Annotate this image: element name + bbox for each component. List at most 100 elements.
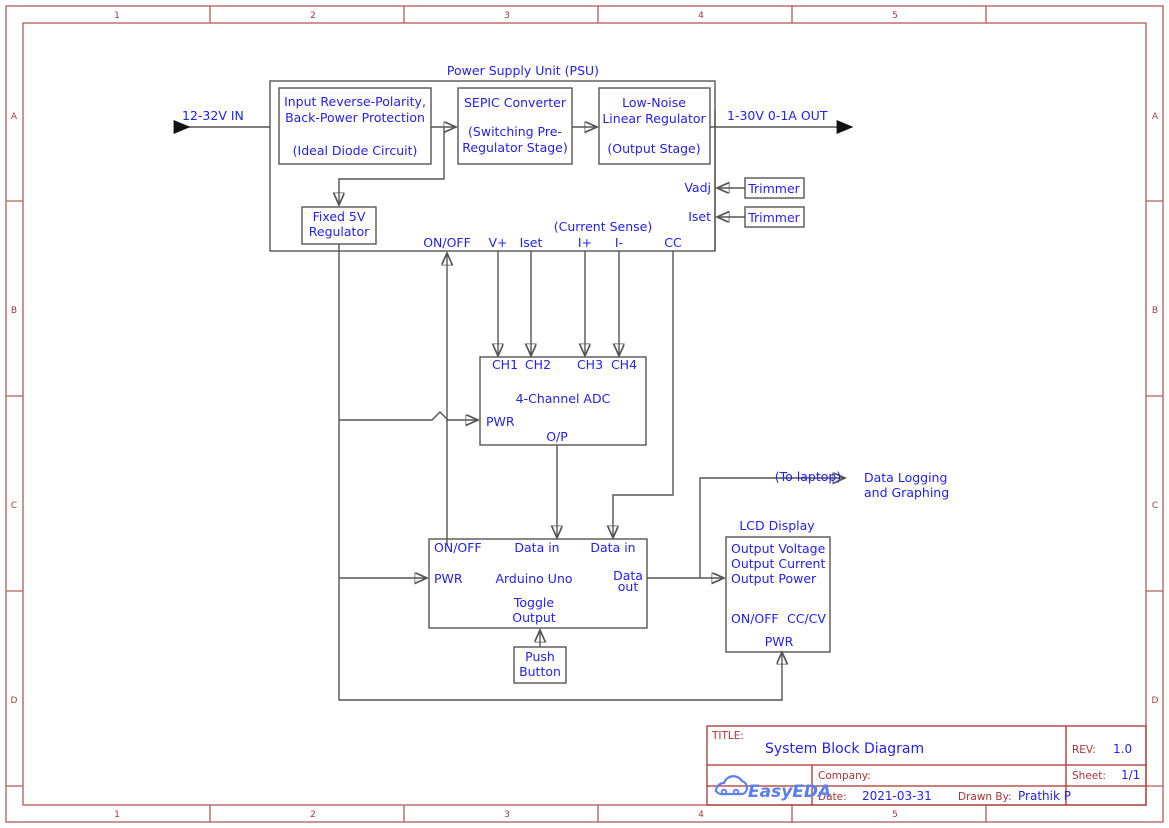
mcu-datain1-label: Data in [514, 540, 559, 555]
lcd-title: LCD Display [739, 518, 815, 533]
wire-5v-to-adc-pwr [339, 411, 478, 420]
mcu-dataout-line1: Data [613, 568, 643, 583]
pin-iplus-label: I+ [578, 235, 592, 250]
ldo-line3: (Output Stage) [607, 141, 700, 156]
wire-cc-to-mcu-datain2 [613, 251, 674, 538]
pin-vplus-label: V+ [488, 235, 507, 250]
ruler-right-mark-d: D [1152, 696, 1159, 706]
current-sense-note: (Current Sense) [554, 219, 652, 234]
ruler-top: 1 2 3 4 5 [114, 6, 987, 23]
title-block-drawn-value: Prathik P [1018, 789, 1071, 803]
pin-cc-label: CC [664, 235, 682, 250]
cloud-icon [714, 775, 749, 796]
adc-ch3-label: CH3 [577, 357, 603, 372]
input-port: 12-32V IN [173, 108, 270, 134]
reg5v-line1: Fixed 5V [313, 209, 366, 224]
protection-line2: Back-Power Protection [285, 110, 425, 125]
sepic-line2: (Switching Pre- [468, 124, 562, 139]
protection-line1: Input Reverse-Polarity, [284, 94, 426, 109]
title-block-sheet-value: 1/1 [1121, 768, 1140, 782]
adc-output-label: O/P [546, 429, 568, 444]
title-block-rev-key: REV: [1072, 744, 1096, 756]
ruler-right: A B C D [1146, 112, 1163, 787]
block-arduino-uno: ON/OFF PWR Data in Data in Arduino Uno D… [428, 538, 648, 629]
mcu-toggle-line1: Toggle [513, 595, 555, 610]
title-block-title-key: TITLE: [711, 730, 744, 742]
trimmer-iset-label: Trimmer [747, 210, 800, 225]
wire-5v-rail-main [338, 244, 782, 701]
ruler-top-mark-2: 2 [310, 11, 316, 21]
push-button-line2: Button [519, 664, 561, 679]
pin-onoff-label: ON/OFF [423, 235, 471, 250]
trimmer-iset[interactable]: Trimmer Iset [688, 206, 805, 228]
adc-ch1-label: CH1 [492, 357, 518, 372]
lcd-indicator-onoff: ON/OFF [731, 611, 779, 626]
lcd-readout-voltage: Output Voltage [731, 541, 826, 556]
ldo-line2: Linear Regulator [602, 111, 706, 126]
wire-tap-to-5v-regulator [339, 127, 445, 205]
sepic-line1: SEPIC Converter [464, 95, 567, 110]
block-adc: CH1 CH2 CH3 CH4 4-Channel ADC PWR O/P [479, 356, 647, 446]
trimmer-vadj[interactable]: Trimmer Vadj [684, 177, 805, 199]
trimmer-vadj-label: Trimmer [747, 181, 800, 196]
lcd-indicator-cccv: CC/CV [787, 611, 826, 626]
mcu-dataout-line2: out [618, 579, 639, 594]
block-input-protection: Input Reverse-Polarity, Back-Power Prote… [278, 87, 432, 165]
ruler-bottom-mark-3: 3 [504, 810, 510, 820]
psu-bottom-pins: ON/OFF V+ Iset I+ I- CC (Current Sense) [423, 219, 682, 250]
lcd-readout-current: Output Current [731, 556, 825, 571]
mcu-pwr-label: PWR [434, 571, 463, 586]
wire-mcu-to-laptop [699, 478, 845, 578]
ruler-top-mark-5: 5 [892, 11, 898, 21]
easyeda-logo: EasyEDA [714, 775, 831, 802]
title-block-company-key: Company: [818, 770, 871, 782]
psu-group-title: Power Supply Unit (PSU) [447, 63, 599, 78]
lcd-pwr-label: PWR [765, 634, 794, 649]
ruler-left-mark-b: B [11, 306, 17, 316]
title-block-sheet-key: Sheet: [1072, 770, 1106, 782]
pin-iset-label: Iset [520, 235, 543, 250]
laptop-note: (To laptop) [775, 469, 841, 484]
pin-vadj-label: Vadj [684, 180, 711, 195]
ruler-top-mark-4: 4 [698, 11, 704, 21]
pin-iminus-label: I- [615, 235, 623, 250]
protection-line3: (Ideal Diode Circuit) [293, 143, 418, 158]
ruler-left-mark-a: A [11, 112, 18, 122]
ruler-bottom: 1 2 3 4 5 [114, 805, 987, 822]
ruler-bottom-mark-1: 1 [114, 810, 120, 820]
mcu-title: Arduino Uno [495, 571, 572, 586]
output-label: 1-30V 0-1A OUT [727, 108, 828, 123]
adc-ch2-label: CH2 [525, 357, 551, 372]
ruler-bottom-mark-4: 4 [698, 810, 704, 820]
block-push-button[interactable]: Push Button [513, 630, 567, 684]
sheet-frame: 1 2 3 4 5 1 2 3 4 5 A B C D [5, 5, 1164, 823]
mcu-toggle-line2: Output [512, 610, 556, 625]
title-block: TITLE: System Block Diagram REV: 1.0 Com… [706, 725, 1147, 806]
ruler-left-mark-d: D [11, 696, 18, 706]
pin-iset-adj-label: Iset [688, 209, 711, 224]
title-block-date-key: Date: [818, 791, 847, 803]
input-label: 12-32V IN [182, 108, 244, 123]
ruler-right-mark-b: B [1152, 306, 1158, 316]
mcu-datain2-label: Data in [590, 540, 635, 555]
ruler-top-mark-1: 1 [114, 11, 120, 21]
adc-pwr-label: PWR [486, 414, 515, 429]
ruler-bottom-mark-2: 2 [310, 810, 316, 820]
ruler-right-mark-a: A [1152, 112, 1159, 122]
ruler-left: A B C D [6, 112, 23, 787]
sepic-line3: Regulator Stage) [462, 140, 567, 155]
push-button-line1: Push [525, 649, 555, 664]
laptop-line1: Data Logging [864, 470, 947, 485]
ruler-bottom-mark-5: 5 [892, 810, 898, 820]
block-linear-regulator: Low-Noise Linear Regulator (Output Stage… [598, 87, 711, 165]
ruler-top-mark-3: 3 [504, 11, 510, 21]
ldo-line1: Low-Noise [622, 95, 686, 110]
laptop-line2: and Graphing [864, 485, 949, 500]
block-lcd-display: LCD Display Output Voltage Output Curren… [725, 518, 831, 653]
title-block-date-value: 2021-03-31 [862, 789, 932, 803]
data-logging-node: (To laptop) Data Logging and Graphing [775, 469, 949, 500]
adc-title: 4-Channel ADC [516, 391, 611, 406]
ruler-right-mark-c: C [1152, 501, 1158, 511]
ruler-left-mark-c: C [11, 501, 17, 511]
